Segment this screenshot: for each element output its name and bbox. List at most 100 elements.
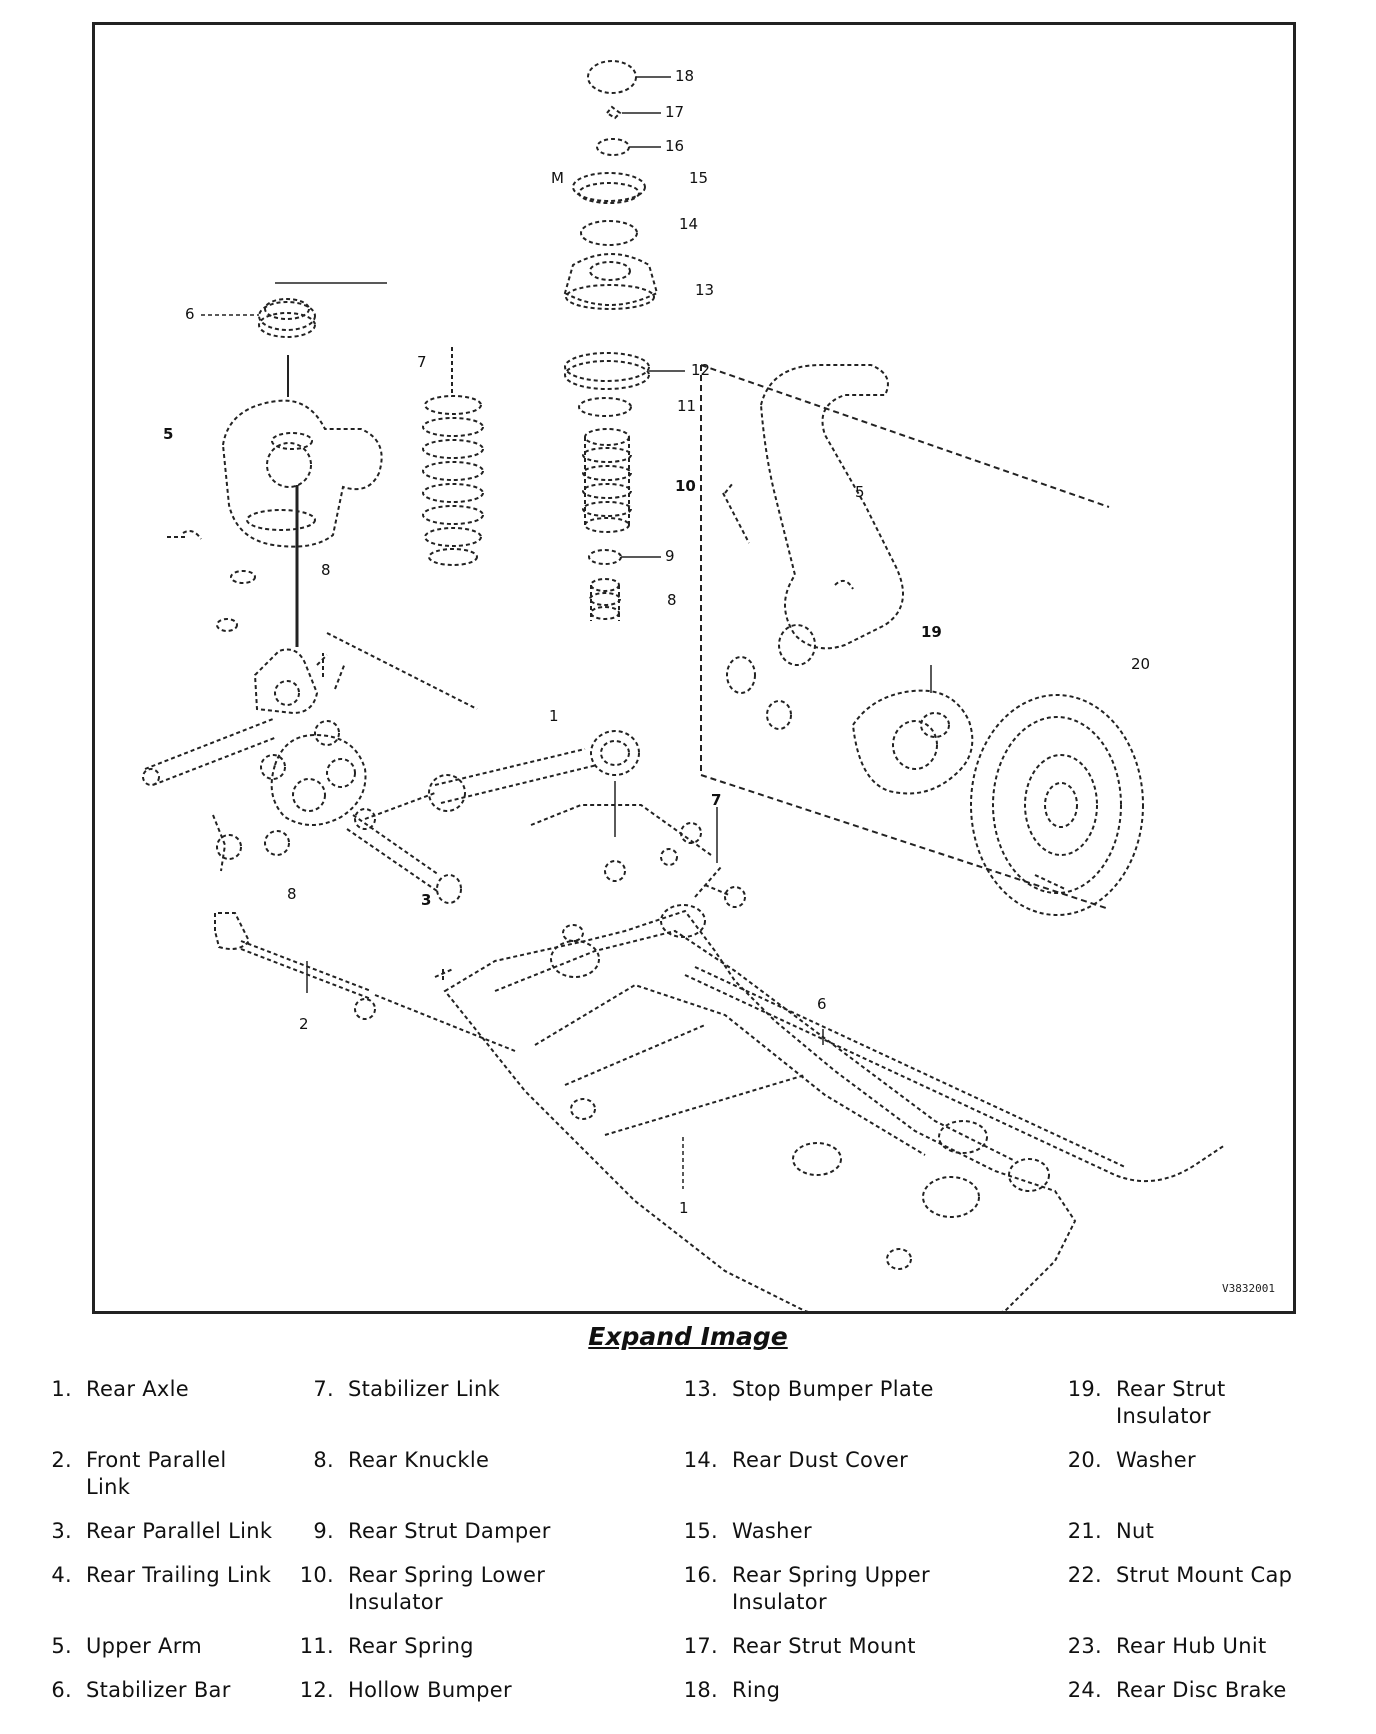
callout-16: 12 xyxy=(691,361,711,379)
legend-num: 15. xyxy=(683,1519,718,1543)
legend-label: Rear Strut Damper xyxy=(348,1519,551,1543)
legend-num: 1. xyxy=(51,1377,72,1401)
legend-num: 13. xyxy=(683,1377,718,1401)
part-21-nut xyxy=(605,105,622,120)
legend-num: 7. xyxy=(313,1377,334,1401)
legend-num: 9. xyxy=(313,1519,334,1543)
legend-item: 2. Front Parallel Link xyxy=(28,1447,256,1501)
legend-item: 15. Washer xyxy=(674,1518,1032,1545)
callout-18: 14 xyxy=(679,215,699,233)
legend-item: 20. Washer xyxy=(1058,1447,1366,1474)
legend-num: 3. xyxy=(51,1519,72,1543)
legend-label: Upper Arm xyxy=(86,1634,203,1658)
legend-item: 16. Rear Spring Upper Insulator xyxy=(674,1562,962,1616)
legend-num: 17. xyxy=(683,1634,718,1658)
part-17-rear-strut-mount xyxy=(563,253,659,306)
part-13-stop-bumper-plate xyxy=(588,549,622,565)
callout-19: 15 xyxy=(689,169,709,187)
callout-1-upper: 1 xyxy=(549,707,559,725)
legend-item: 5. Upper Arm xyxy=(28,1633,296,1660)
part-23-rear-hub-unit xyxy=(851,665,974,795)
legend-label: Stabilizer Bar xyxy=(86,1678,231,1702)
callout-22: 18 xyxy=(675,67,695,85)
callout-17: 13 xyxy=(695,281,715,299)
legend-label: Front Parallel Link xyxy=(86,1448,227,1499)
callout-5: 5 xyxy=(163,425,174,443)
legend-item: 3. Rear Parallel Link xyxy=(28,1518,316,1545)
part-8-rear-knuckle xyxy=(167,399,383,632)
legend-label: Stop Bumper Plate xyxy=(732,1377,934,1401)
legend-num: 2. xyxy=(51,1448,72,1472)
legend-num: 11. xyxy=(299,1634,334,1658)
legend-item: 10. Rear Spring Lower Insulator xyxy=(290,1562,588,1616)
part-14-rear-dust-cover xyxy=(582,428,632,533)
part-19-rear-strut-insulator xyxy=(572,172,646,202)
legend-num: 16. xyxy=(683,1563,718,1587)
part-6-stabilizer-bar xyxy=(684,966,1226,1183)
callout-5-inset: 5 xyxy=(855,483,865,501)
legend-label: Washer xyxy=(732,1519,812,1543)
legend-label: Nut xyxy=(1116,1519,1155,1543)
parts-legend: 1. Rear Axle 2. Front Parallel Link 3. Rear… xyxy=(0,1376,1376,1726)
legend-num: 14. xyxy=(683,1448,718,1472)
legend-item: 17. Rear Strut Mount xyxy=(674,1633,1032,1660)
legend-label: Hollow Bumper xyxy=(348,1678,512,1702)
callout-7: 7 xyxy=(711,791,722,809)
part-4-rear-trailing-link xyxy=(326,632,640,820)
diagram-drawing xyxy=(142,60,1226,1311)
callout-2: 2 xyxy=(299,1015,309,1033)
part-22-strut-mount-cap xyxy=(587,60,637,94)
legend-num: 6. xyxy=(51,1678,72,1702)
legend-item: 8. Rear Knuckle xyxy=(290,1447,638,1474)
expand-image-link[interactable]: Expand Image xyxy=(588,1322,788,1351)
part-10-rear-spring-lower-insulator xyxy=(201,282,387,338)
legend-num: 5. xyxy=(51,1634,72,1658)
part-18-ring xyxy=(580,220,638,246)
part-11-rear-spring xyxy=(422,347,484,566)
callout-21: 17 xyxy=(665,103,685,121)
legend-label: Rear Axle xyxy=(86,1377,189,1401)
legend-label: Rear Strut Mount xyxy=(732,1634,916,1658)
callout-11: 7 xyxy=(417,353,427,371)
legend-item: 23. Rear Hub Unit xyxy=(1058,1633,1366,1660)
part-5-upper-arm xyxy=(722,364,904,730)
legend-item: 13. Stop Bumper Plate xyxy=(674,1376,1032,1403)
part-20-washer xyxy=(596,138,630,156)
callout-13: 9 xyxy=(665,547,675,565)
callout-8: 8 xyxy=(287,885,297,903)
callout-m: M xyxy=(551,169,564,187)
legend-item: 6. Stabilizer Bar xyxy=(28,1677,296,1704)
legend-num: 21. xyxy=(1067,1519,1102,1543)
part-24-rear-disc-brake xyxy=(970,694,1144,916)
legend-label: Rear Spring Lower Insulator xyxy=(348,1563,546,1614)
legend-label: Washer xyxy=(1116,1448,1196,1472)
legend-label: Rear Knuckle xyxy=(348,1448,490,1472)
legend-num: 18. xyxy=(683,1678,718,1702)
callout-10: 6 xyxy=(185,305,195,323)
legend-label: Rear Spring Upper Insulator xyxy=(732,1563,930,1614)
legend-item: 24.Rear Disc Brake xyxy=(1058,1677,1366,1704)
callout-24: 20 xyxy=(1131,655,1151,673)
lower-link-cluster xyxy=(142,648,367,872)
legend-num: 12. xyxy=(299,1678,334,1702)
legend-label: Rear Parallel Link xyxy=(86,1519,273,1543)
callout-6: 6 xyxy=(817,995,827,1013)
callout-3: 3 xyxy=(421,891,432,909)
callout-1-lower: 1 xyxy=(679,1199,689,1217)
callout-12: 8 xyxy=(667,591,677,609)
callout-15: 11 xyxy=(677,397,697,415)
legend-num: 23. xyxy=(1067,1634,1102,1658)
legend-num: 20. xyxy=(1067,1448,1102,1472)
callout-9: 8 xyxy=(321,561,331,579)
legend-num: 8. xyxy=(313,1448,334,1472)
legend-item: 11.Rear Spring xyxy=(290,1633,638,1660)
legend-label: Rear Hub Unit xyxy=(1116,1634,1267,1658)
legend-num: 10. xyxy=(299,1563,334,1587)
legend-label: Rear Dust Cover xyxy=(732,1448,909,1472)
exploded-view-diagram: 18 17 16 M 15 14 13 6 7 12 11 5 10 5 9 8… xyxy=(92,22,1296,1314)
legend-num: 19. xyxy=(1067,1377,1102,1401)
part-7-stabilizer-link xyxy=(530,781,746,908)
legend-item: 1. Rear Axle xyxy=(28,1376,296,1403)
legend-item: 21. Nut xyxy=(1058,1518,1366,1545)
inset-panel xyxy=(700,364,1144,916)
